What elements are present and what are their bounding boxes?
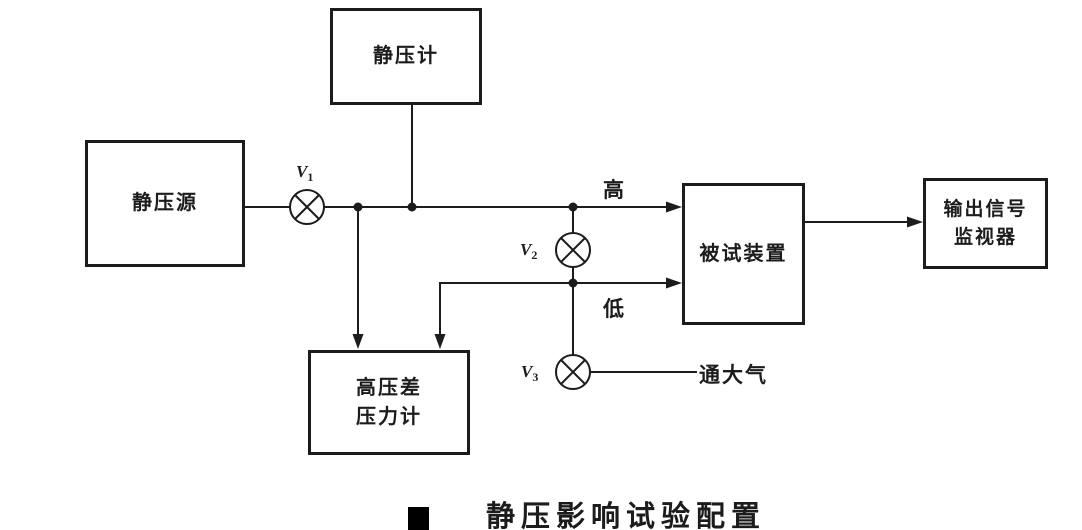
box-output-signal-monitor-line2: 监视器 — [953, 226, 1017, 248]
box-output-signal-monitor: 输出信号 监视器 — [923, 178, 1048, 269]
valve-v2-icon — [555, 232, 591, 268]
box-static-pressure-gauge-label: 静压计 — [373, 45, 439, 67]
valve-v3-sub: 3 — [532, 370, 539, 384]
figure-caption-text: 静压影响试验配置 — [486, 501, 767, 530]
box-static-pressure-source: 静压源 — [85, 140, 245, 267]
box-high-diff-pressure-gauge: 高压差 压力计 — [308, 350, 470, 455]
box-static-pressure-gauge: 静压计 — [330, 8, 482, 105]
black-square-icon — [408, 507, 429, 530]
valve-v1-sub: 1 — [307, 170, 314, 184]
junction-dots — [353, 202, 578, 288]
box-high-diff-pressure-gauge-line2: 压力计 — [356, 405, 422, 428]
box-output-signal-monitor-line1: 输出信号 — [943, 198, 1028, 220]
valve-v2-label: V2 — [520, 240, 537, 263]
port-label-high: 高 — [603, 179, 625, 202]
box-device-under-test-label: 被试装置 — [699, 242, 788, 265]
vent-label: 通大气 — [699, 364, 768, 387]
valve-v1-label: V1 — [296, 162, 313, 185]
valve-v1-letter: V — [296, 162, 308, 181]
valve-v2-letter: V — [520, 240, 532, 259]
box-device-under-test: 被试装置 — [682, 183, 805, 325]
box-static-pressure-source-label: 静压源 — [132, 192, 198, 214]
box-high-diff-pressure-gauge-line1: 高压差 — [356, 376, 422, 399]
valve-v3-letter: V — [521, 362, 533, 381]
valve-v1-icon — [289, 189, 325, 225]
valve-v3-label: V3 — [521, 362, 538, 385]
arrowheads — [352, 201, 923, 349]
port-label-low: 低 — [603, 298, 625, 321]
valve-v3-icon — [555, 354, 591, 390]
valve-v2-sub: 2 — [531, 248, 538, 262]
